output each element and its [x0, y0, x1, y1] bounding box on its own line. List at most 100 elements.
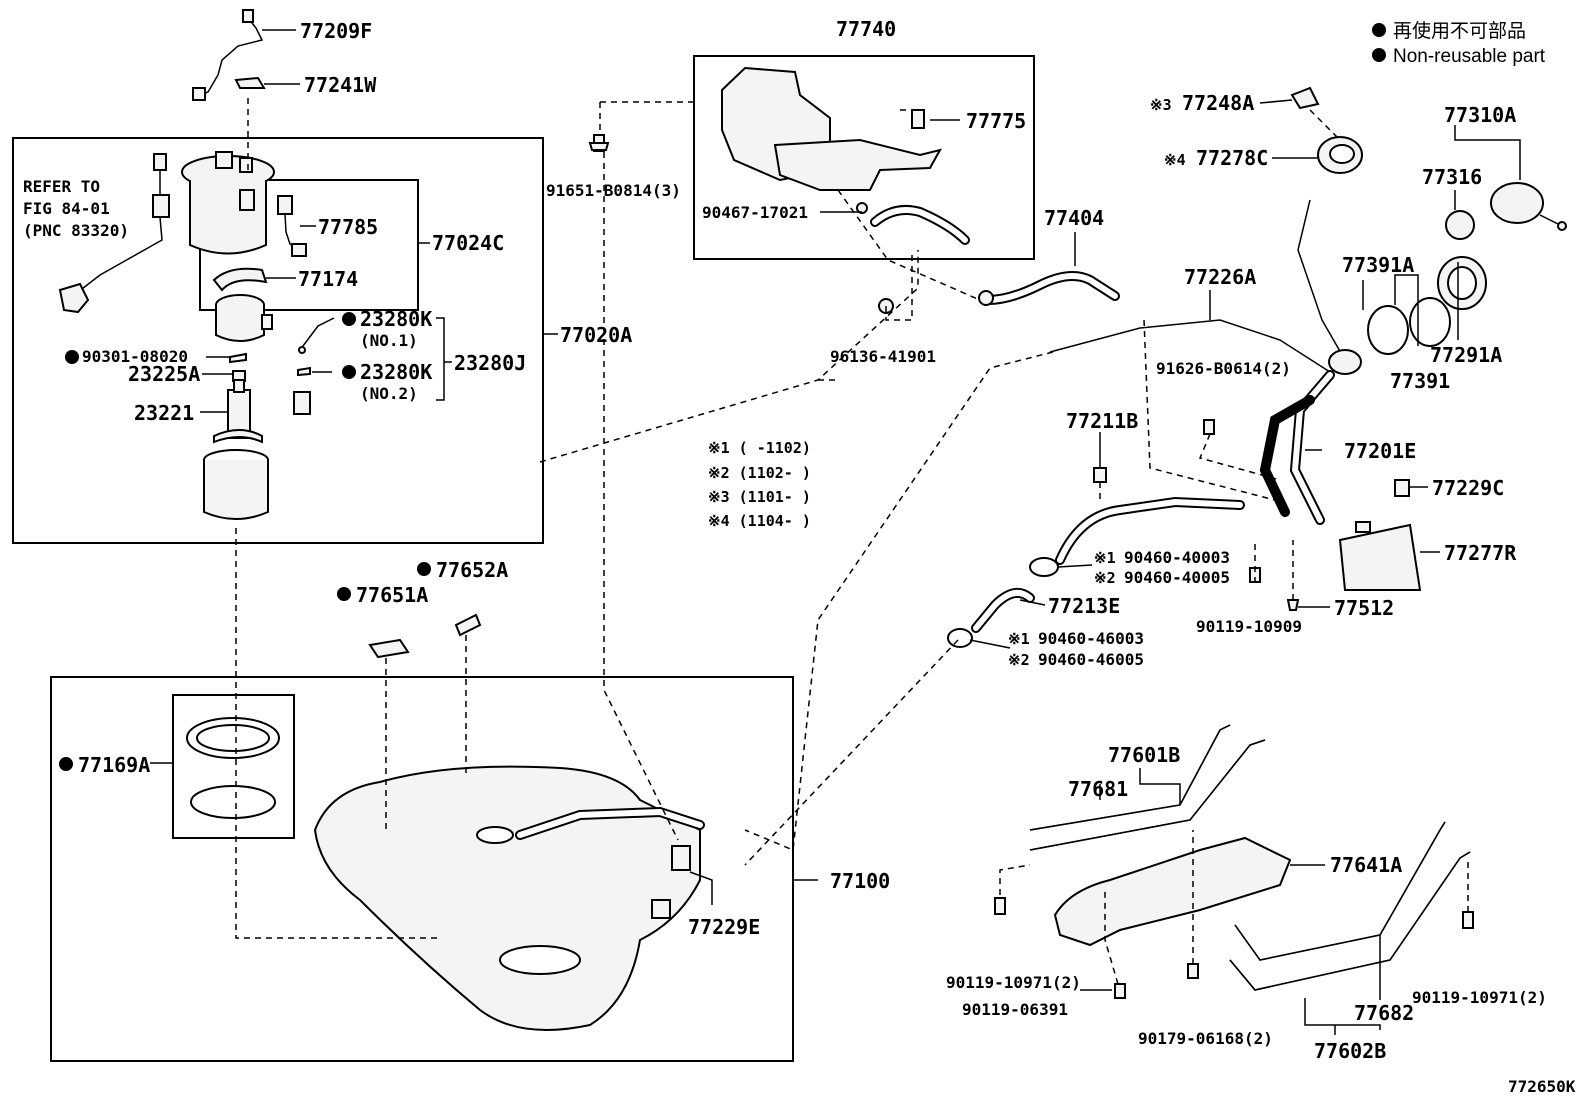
label-91626-B0614: 91626-B0614(2) — [1156, 359, 1291, 378]
non-reusable-dot-icon — [1372, 23, 1386, 37]
label-77291A: 77291A — [1430, 343, 1502, 367]
part-77174-drawing — [212, 267, 268, 292]
non-reusable-dot-icon — [342, 365, 356, 379]
label-77201E: 77201E — [1344, 439, 1416, 463]
mark-2-46005: ※2 — [1008, 651, 1030, 669]
label-90460-46003: 90460-46003 — [1038, 629, 1144, 648]
strap-77601B-drawing — [1029, 724, 1266, 851]
mark-1-40003: ※1 — [1094, 549, 1116, 567]
label-77174: 77174 — [298, 267, 358, 291]
non-reusable-dot-icon — [59, 757, 73, 771]
label-77785: 77785 — [318, 215, 378, 239]
legend: 再使用不可部品 Non-reusable part — [1372, 20, 1546, 67]
label-77681: 77681 — [1068, 777, 1128, 801]
part-77209F-drawing — [192, 9, 264, 101]
guide-lines — [235, 98, 1469, 985]
legend-en: Non-reusable part — [1393, 46, 1546, 67]
label-77651A: 77651A — [356, 583, 428, 607]
mark-3-77248A: ※3 — [1150, 96, 1172, 114]
clamp-90460-40003-drawing — [1029, 557, 1059, 577]
gaskets-77391-drawing — [1367, 297, 1451, 355]
label-77211B: 77211B — [1066, 409, 1138, 433]
hose-77213E-drawing — [971, 587, 1035, 633]
mark-1-46003: ※1 — [1008, 630, 1030, 648]
fuel-filter-drawing — [215, 294, 273, 342]
mark-4-77278C: ※4 — [1164, 151, 1186, 169]
filler-pipe-77201E-drawing — [1259, 349, 1362, 525]
label-91651-B0814: 91651-B0814(3) — [546, 181, 681, 200]
pad-77652A-drawing — [454, 613, 482, 637]
pump-module-drawing — [58, 151, 275, 314]
note-3: ※3 (1101- ) — [708, 488, 811, 506]
label-77100: 77100 — [830, 869, 890, 893]
part-77248A-drawing — [1290, 86, 1320, 110]
tank-box — [50, 676, 794, 1062]
part-77278C-drawing — [1317, 136, 1363, 174]
label-77169A: 77169A — [78, 753, 150, 777]
label-23225A: 23225A — [128, 362, 200, 386]
lock-ring-box — [172, 694, 295, 839]
canister-box — [693, 55, 1035, 260]
label-77277R: 77277R — [1444, 541, 1517, 565]
label-77229C: 77229C — [1432, 476, 1504, 500]
label-90119-10971-left: 90119-10971(2) — [946, 973, 1081, 992]
label-90119-10909: 90119-10909 — [1196, 617, 1302, 636]
label-77641A: 77641A — [1330, 853, 1402, 877]
non-reusable-dot-icon — [337, 587, 351, 601]
label-23280K-no1: 23280K — [360, 307, 432, 331]
protector-77641A-drawing — [1053, 836, 1292, 947]
leader-lines — [150, 29, 1521, 1035]
part-77291A-drawing — [1437, 256, 1487, 310]
fuel-tank-drawing — [313, 765, 705, 1031]
hose-77404-drawing — [978, 271, 1120, 306]
non-reusable-dot-icon — [342, 312, 356, 326]
label-77226A: 77226A — [1184, 265, 1256, 289]
refer-line2: FIG 84-01 — [23, 199, 110, 218]
label-90179-06168: 90179-06168(2) — [1138, 1029, 1273, 1048]
label-77213E: 77213E — [1048, 594, 1120, 618]
note-1: ※1 ( -1102) — [708, 439, 811, 457]
label-77020A: 77020A — [560, 323, 632, 347]
clamp-90460-46003-drawing — [947, 628, 973, 648]
label-90119-10971-right: 90119-10971(2) — [1412, 988, 1547, 1007]
label-77652A: 77652A — [436, 558, 508, 582]
label-77316: 77316 — [1422, 165, 1482, 189]
label-23280J: 23280J — [454, 351, 526, 375]
hose-77211B-drawing — [1055, 467, 1245, 565]
label-77682: 77682 — [1354, 1001, 1414, 1025]
mark-2-40005: ※2 — [1094, 569, 1116, 587]
canister-drawing — [721, 66, 970, 245]
part-77277R-drawing — [1338, 521, 1422, 591]
label-77209F: 77209F — [300, 19, 372, 43]
pump-assembly-box — [12, 137, 544, 544]
bolts-filler-drawing — [1203, 419, 1300, 611]
label-77775: 77775 — [966, 109, 1026, 133]
label-77404: 77404 — [1044, 206, 1104, 230]
note-2: ※2 (1102- ) — [708, 464, 811, 482]
part-23280K-no1-drawing — [298, 317, 335, 354]
label-77229E: 77229E — [688, 915, 760, 939]
label-77391A: 77391A — [1342, 253, 1414, 277]
pump-bracket-cup-drawing — [203, 449, 269, 520]
label-90460-40003: 90460-40003 — [1124, 548, 1230, 567]
non-reusable-dot-icon — [1372, 48, 1386, 62]
refer-line1: REFER TO — [23, 177, 100, 196]
part-77316-drawing — [1445, 210, 1475, 240]
label-90467-17021: 90467-17021 — [702, 203, 808, 222]
label-77024C: 77024C — [432, 231, 504, 255]
breather-pipe-77226A-drawing — [1049, 199, 1346, 373]
label-no1: (NO.1) — [360, 331, 418, 350]
labels: 77209F 77241W REFER TO FIG 84-01 (PNC 83… — [23, 17, 1576, 1096]
fuel-cap-77310A-drawing — [1490, 182, 1567, 231]
non-reusable-dot-icon — [417, 562, 431, 576]
figure-number: 772650K — [1508, 1077, 1576, 1096]
note-4: ※4 (1104- ) — [708, 512, 811, 530]
part-77785-drawing — [277, 195, 307, 257]
label-77278C: 77278C — [1196, 146, 1268, 170]
label-77241W: 77241W — [304, 73, 377, 97]
small-washer-drawing — [229, 352, 311, 415]
label-23280K-no2: 23280K — [360, 360, 432, 384]
label-90301-08020: 90301-08020 — [82, 347, 188, 366]
lock-ring-drawing — [186, 717, 280, 819]
